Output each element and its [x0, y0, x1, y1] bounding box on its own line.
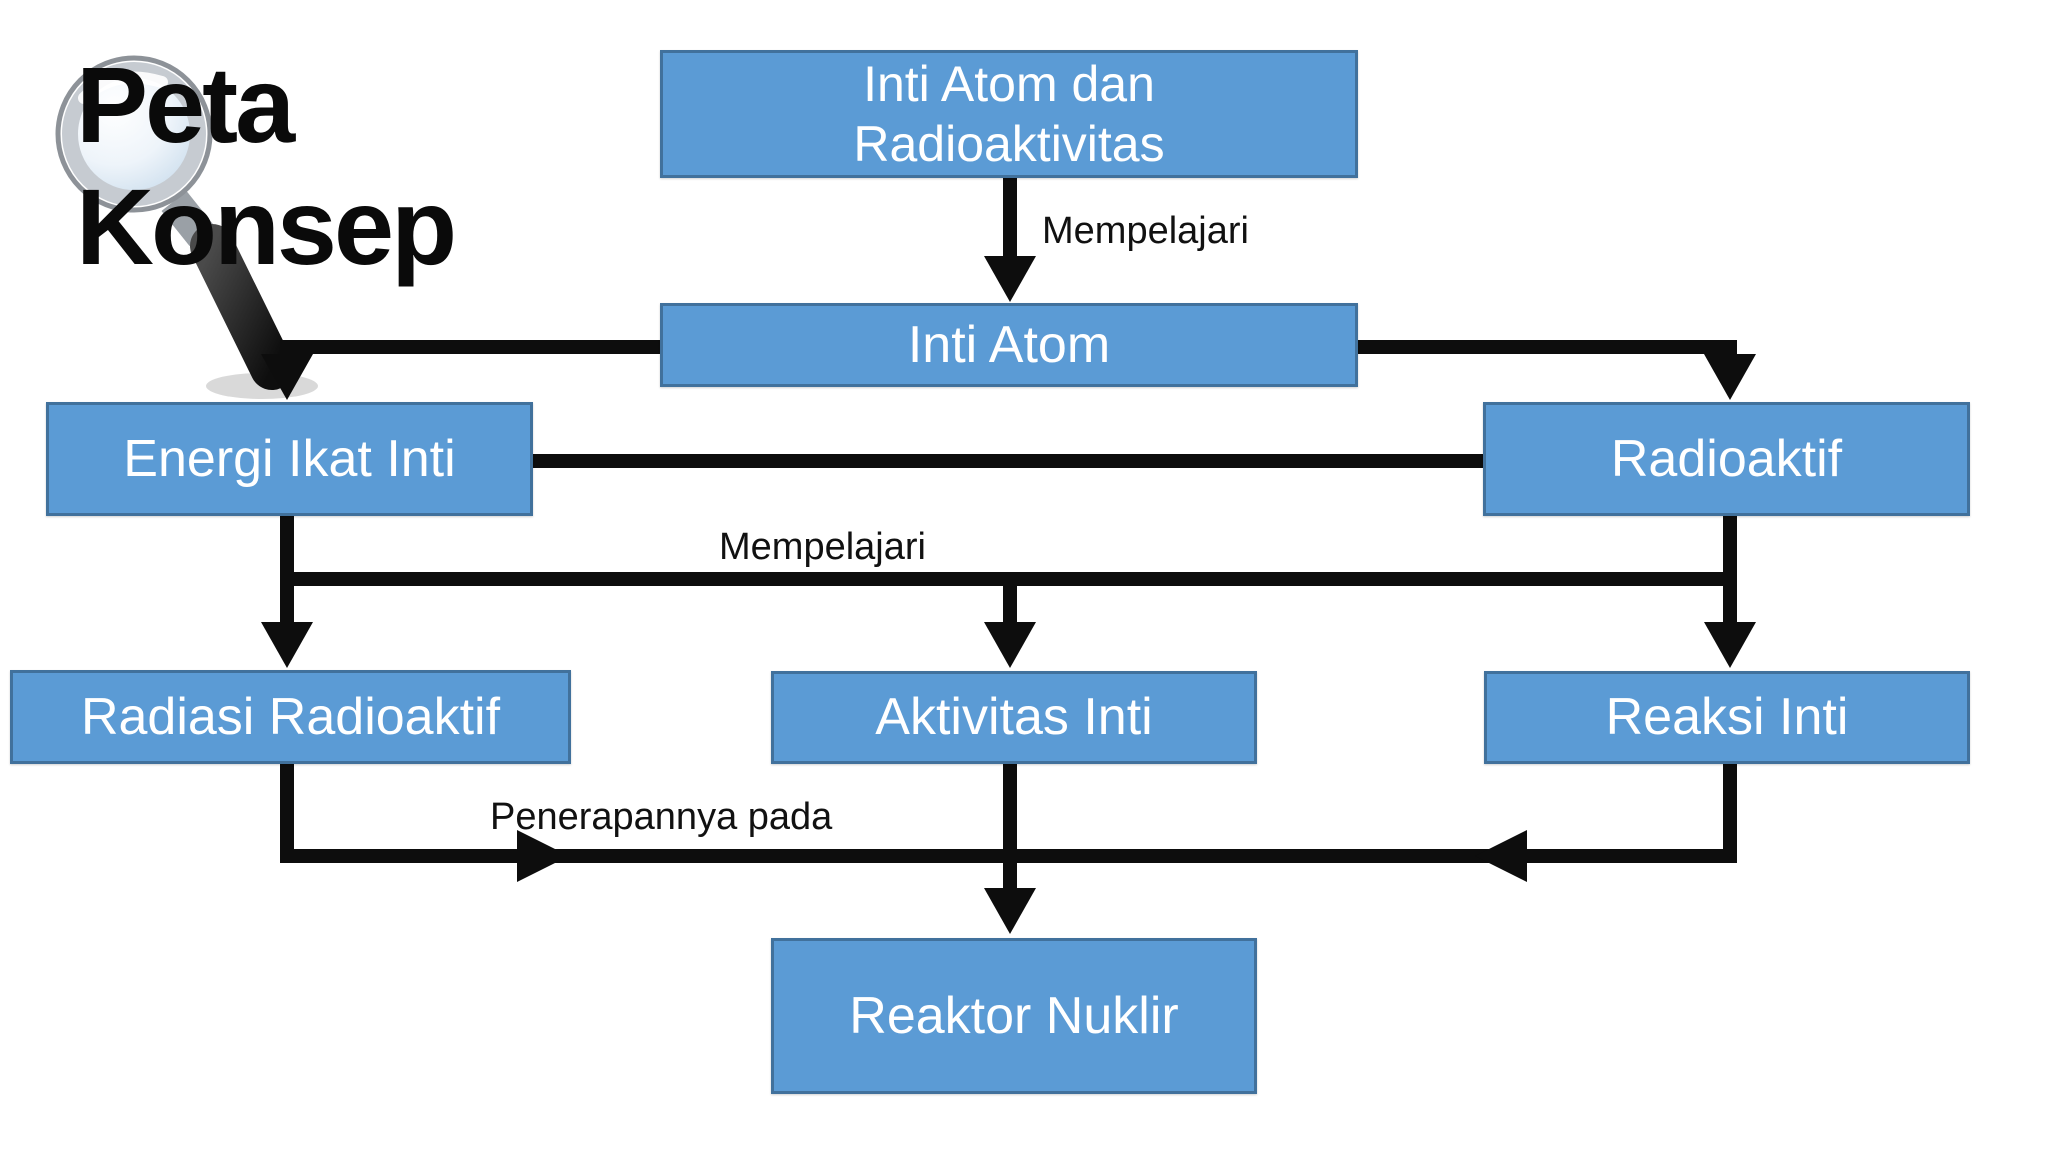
node-inti-atom-dan-radioaktivitas: Inti Atom dan Radioaktivitas — [660, 50, 1358, 178]
arrowhead-down-inti-atom — [984, 256, 1036, 302]
node-reaktor-nuklir: Reaktor Nuklir — [771, 938, 1257, 1094]
arrowhead-down-radioaktif — [1704, 354, 1756, 400]
edge-inti-atom-to-radioaktif — [1356, 340, 1737, 354]
edge-inti-atom-to-energi — [280, 340, 662, 354]
page-title: Peta Konsep — [76, 44, 457, 288]
node-inti-atom: Inti Atom — [660, 303, 1358, 387]
magnifier-handle — [190, 224, 294, 390]
arrowhead-right-penerapannya — [517, 830, 569, 882]
edge-label-penerapannya-pada: Penerapannya pada — [490, 796, 833, 838]
edge-label-mempelajari-top: Mempelajari — [1042, 210, 1249, 252]
magnifier-lens — [62, 62, 206, 206]
page-title-line1: Peta — [76, 44, 295, 165]
arrowhead-down-reaksi — [1704, 622, 1756, 668]
node-root-line2: Radioaktivitas — [853, 116, 1165, 172]
arrowhead-down-aktivitas — [984, 622, 1036, 668]
node-energi-ikat-inti: Energi Ikat Inti — [46, 402, 533, 516]
arrowhead-left-penerapannya — [1475, 830, 1527, 882]
node-radiasi-radioaktif: Radiasi Radioaktif — [10, 670, 571, 764]
node-radioaktif: Radioaktif — [1483, 402, 1970, 516]
arrowhead-down-reaktor — [984, 888, 1036, 934]
node-root-line1: Inti Atom dan — [863, 56, 1155, 112]
node-aktivitas-inti: Aktivitas Inti — [771, 671, 1257, 764]
node-reaksi-inti: Reaksi Inti — [1484, 671, 1970, 764]
page-title-line2: Konsep — [76, 166, 457, 287]
arrowhead-down-energi — [261, 354, 313, 400]
magnifier-highlight — [78, 71, 168, 104]
edge-label-mempelajari-middle: Mempelajari — [719, 526, 926, 568]
magnifier-icon — [55, 55, 318, 399]
magnifier-rim-outer — [55, 55, 213, 213]
arrowhead-down-radiasi — [261, 622, 313, 668]
